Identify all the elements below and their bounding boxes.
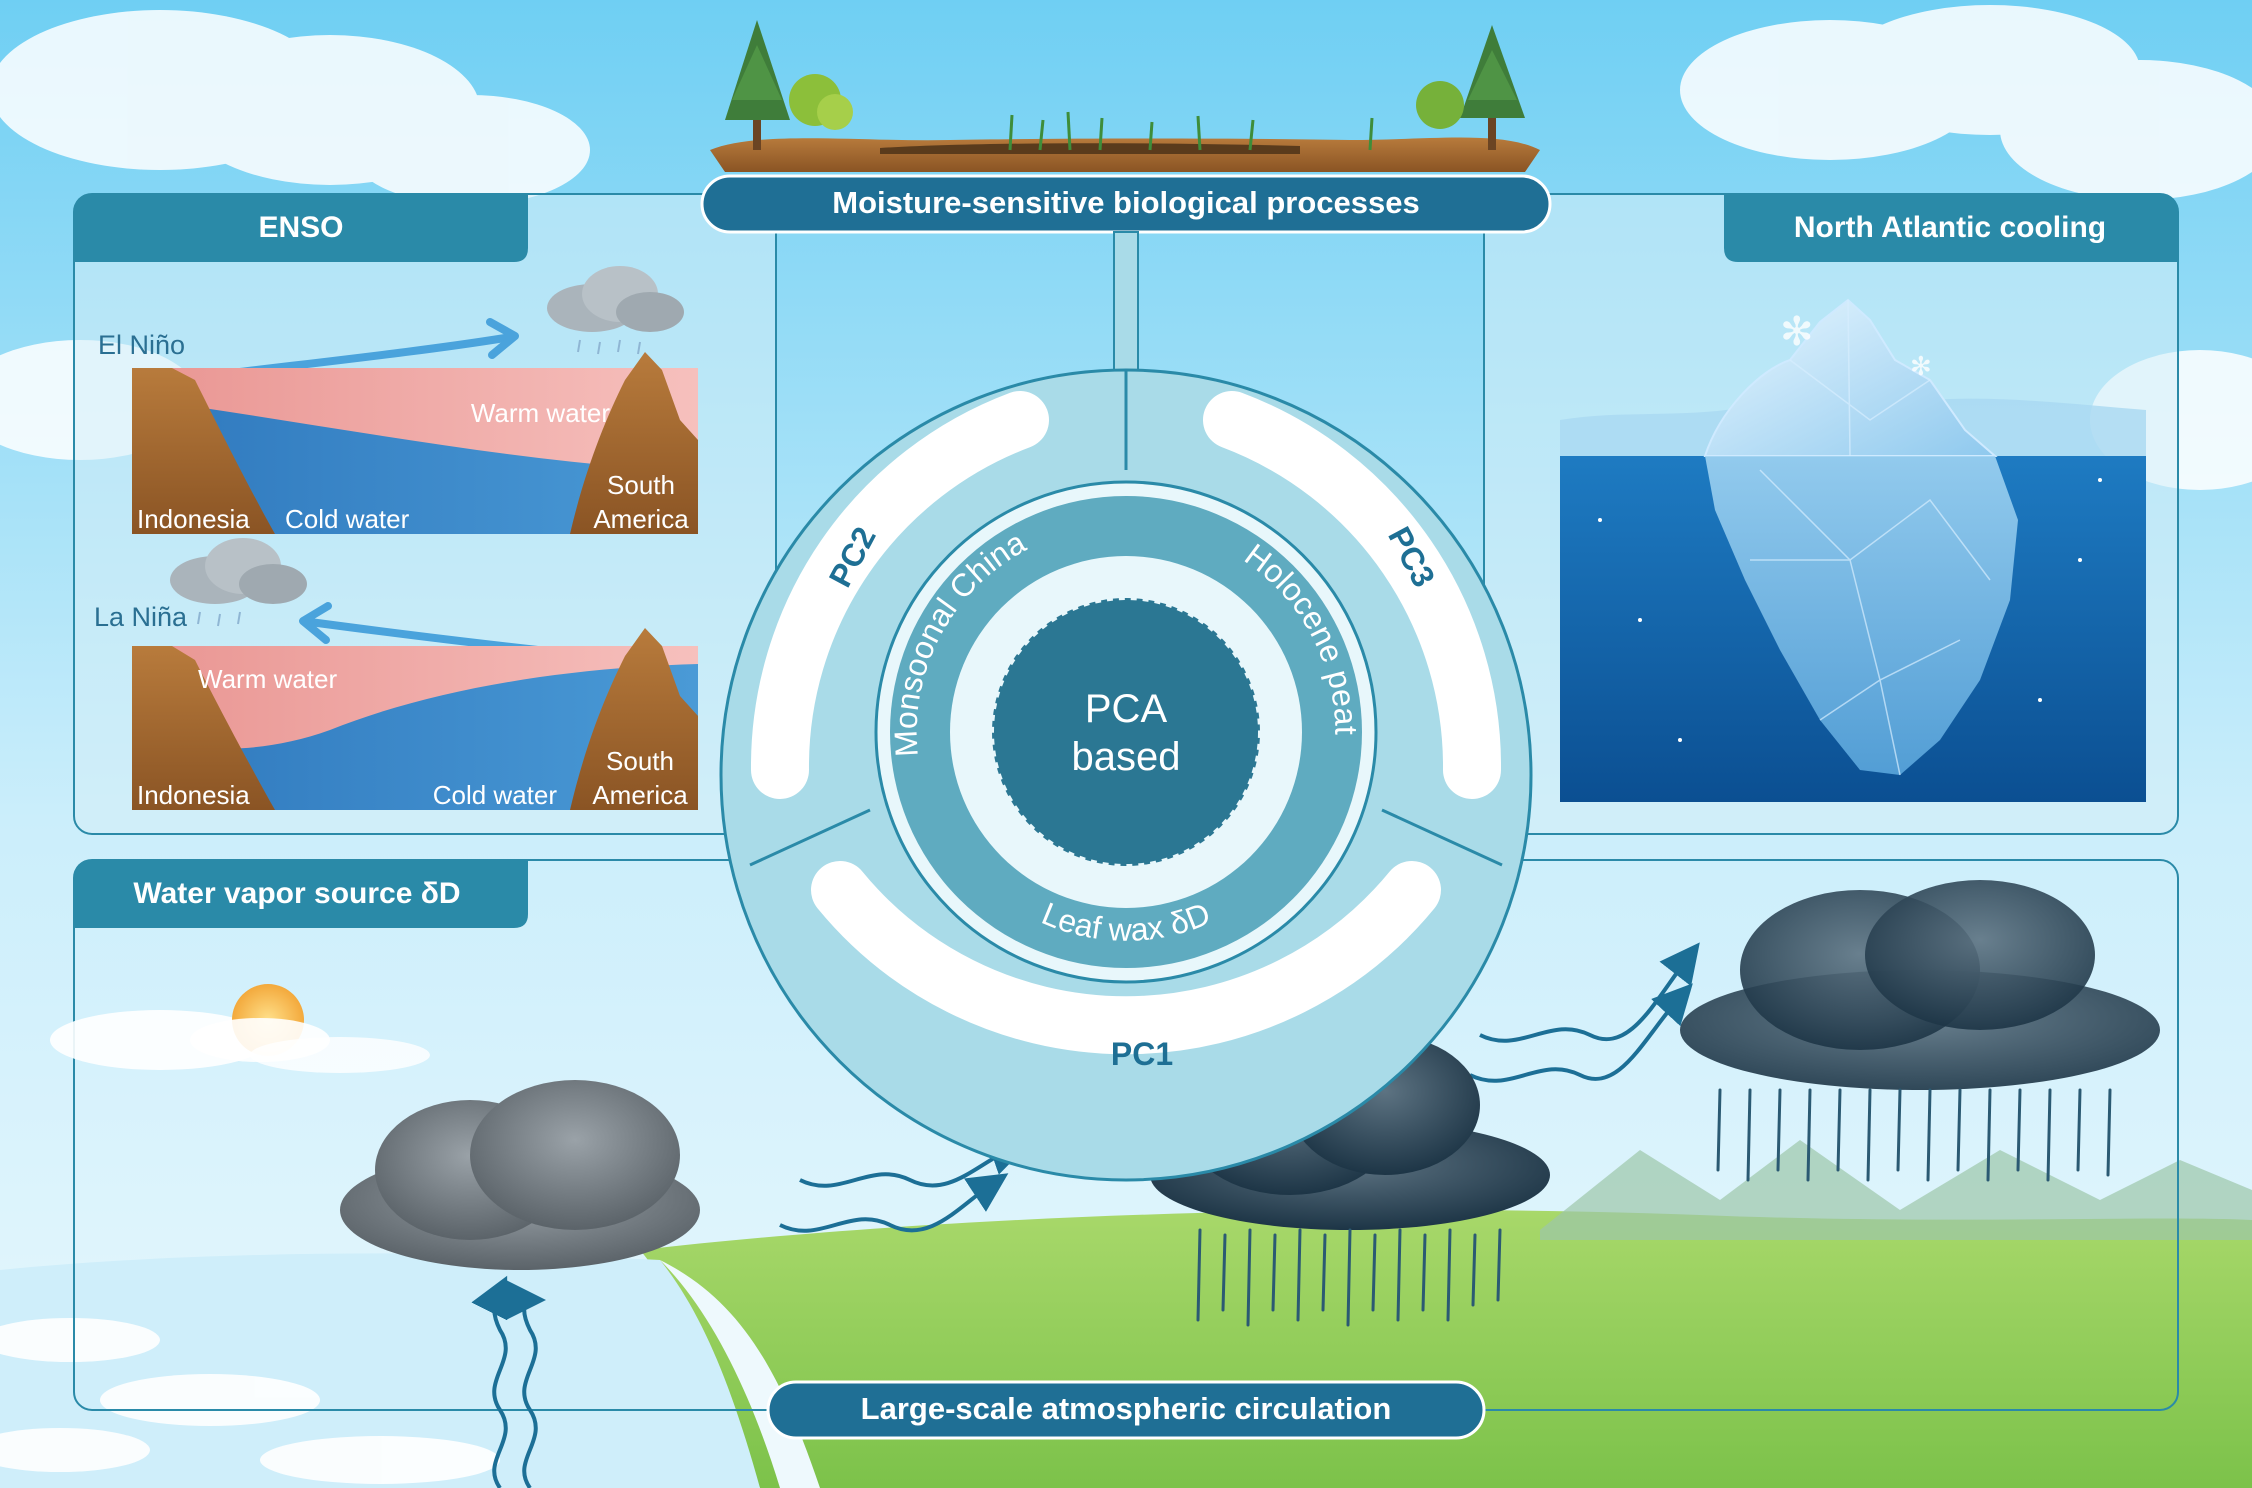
north-atlantic-title: North Atlantic cooling (1794, 211, 2106, 244)
peatland-landscape (710, 20, 1540, 172)
pc1-arc (811, 861, 1441, 1055)
moisture-transport-arrows-1 (779, 1136, 1031, 1233)
pca-wheel: PC2 PC3 PC1 Monsoonal China Holocene pea… (719, 231, 1533, 1182)
svg-text:✻: ✻ (1780, 310, 1814, 354)
el-nino-diagram: El Niño Warm water Cold water Indonesia … (98, 266, 698, 534)
top-banner-text: Moisture-sensitive biological processes (832, 185, 1419, 220)
bottom-banner-text: Large-scale atmospheric circulation (861, 1391, 1392, 1426)
sea-waves (0, 1318, 500, 1484)
south-america-landmass (570, 352, 698, 534)
el-nino-wind-arrow (236, 334, 509, 376)
indonesia-landmass (132, 368, 275, 534)
el-nino-west-label: Indonesia (137, 504, 250, 534)
water-vapor-title: Water vapor source δD (133, 877, 460, 910)
el-nino-warm-label: Warm water (471, 398, 610, 428)
snowflakes: ✻ ✻ (1598, 310, 2102, 742)
reeds (1008, 111, 1374, 151)
water-vapor-panel: Water vapor source δD (73, 859, 2179, 1411)
el-nino-east-label-2: America (593, 504, 689, 534)
pc2-arc (750, 391, 1049, 799)
pc1-label: PC1 (1111, 1036, 1173, 1072)
la-nina-east-label-1: South (606, 746, 674, 776)
svg-text:✻: ✻ (1910, 351, 1932, 381)
grey-cloud-ocean (340, 1080, 700, 1270)
moisture-transport-arrows-2 (1469, 942, 1700, 1083)
sun-behind-cloud (50, 984, 430, 1073)
evaporation-arrows (471, 1275, 546, 1488)
coastal-sea (0, 1253, 760, 1488)
indonesia-landmass-2 (132, 646, 275, 810)
pca-core (990, 596, 1262, 868)
enso-title: ENSO (258, 211, 343, 244)
la-nina-west-label: Indonesia (137, 780, 250, 810)
la-nina-diagram: La Niña Warm water Cold water Indonesia … (94, 538, 698, 810)
pca-core-line1: PCA (1085, 687, 1168, 731)
el-nino-east-label-1: South (607, 470, 675, 500)
la-nina-label: La Niña (94, 602, 188, 632)
iceberg-tip (1703, 298, 1998, 457)
la-nina-rain-cloud (170, 538, 307, 627)
iceberg-illustration: ✻ ✻ (1560, 298, 2146, 802)
la-nina-cold-label: Cold water (433, 780, 558, 810)
la-nina-east-label-2: America (592, 780, 688, 810)
dark-rain-cloud-right (1680, 880, 2160, 1182)
tree-left (725, 20, 853, 150)
la-nina-warm-label: Warm water (198, 664, 337, 694)
distant-hills (1540, 1140, 2252, 1240)
el-nino-label: El Niño (98, 330, 185, 360)
south-america-landmass-2 (570, 628, 698, 810)
top-banner: Moisture-sensitive biological processes (700, 174, 1552, 234)
pc3-arc (1203, 391, 1502, 799)
iceberg-underwater (1705, 456, 2018, 775)
bottom-banner: Large-scale atmospheric circulation (766, 1380, 1486, 1440)
el-nino-rain-cloud (547, 266, 684, 355)
pca-core-line2: based (1072, 735, 1181, 779)
el-nino-cold-label: Cold water (285, 504, 410, 534)
tree-right (1416, 25, 1525, 150)
grassland (640, 1209, 2252, 1488)
